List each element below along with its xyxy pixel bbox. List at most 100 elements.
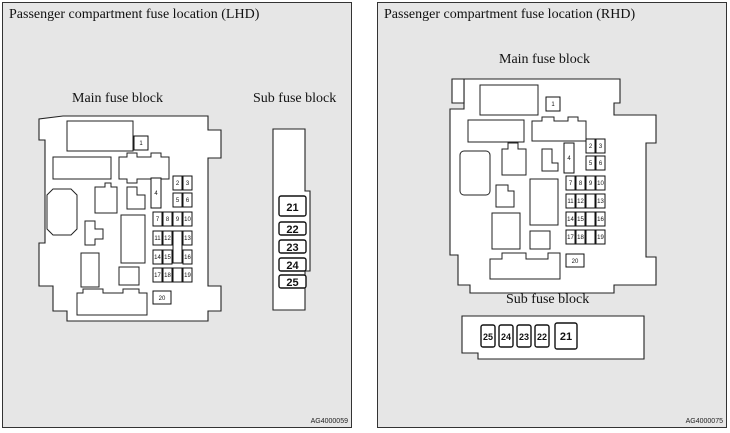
svg-text:6: 6 [186,198,190,204]
svg-text:14: 14 [567,217,574,223]
rhd-fuse-25-sub: 25 [480,324,496,348]
lhd-fuse-9: 9 [172,211,183,227]
rhd-connector-slot [495,184,515,208]
rhd-fuse-1: 1 [545,96,561,112]
lhd-connector-slot [46,188,78,236]
lhd-fuse-15: 14 [152,249,163,265]
lhd-fuse-3: 3 [182,175,193,191]
lhd-fuse-25-sub: 21 [278,195,307,217]
svg-text:9: 9 [589,181,593,187]
lhd-fuse-18: 17 [152,267,163,283]
lhd-panel-title: Passenger compartment fuse location (LHD… [9,7,260,22]
rhd-panel-title: Passenger compartment fuse location (RHD… [384,7,636,22]
lhd-relay-slot [118,266,140,286]
rhd-fuse-14: 14 [565,211,576,227]
rhd-fuse-19: 19 [595,229,606,245]
svg-text:20: 20 [572,259,579,265]
rhd-fuse-3: 3 [595,138,606,154]
rhd-sub-fuse-block-label: Sub fuse block [506,292,590,307]
svg-text:1: 1 [551,102,555,108]
svg-text:19: 19 [597,235,604,241]
svg-text:23: 23 [286,242,298,254]
svg-text:25: 25 [483,332,493,342]
lhd-fuse-panel: Passenger compartment fuse location (LHD… [2,2,352,428]
rhd-relay-slot [529,178,559,226]
svg-text:22: 22 [537,332,547,342]
rhd-fuse-18: 18 [575,229,586,245]
rhd-connector-slot [541,148,559,172]
rhd-fuse-12: 12 [575,193,586,209]
rhd-connector-slot [489,252,561,280]
svg-text:24: 24 [501,332,511,342]
lhd-fuse-17: 16 [182,249,193,265]
rhd-fuse-2: 2 [585,138,596,154]
rhd-fuse-23-sub: 23 [516,324,532,348]
lhd-main-fuse-block-label: Main fuse block [72,91,163,106]
svg-text:3: 3 [186,181,190,187]
rhd-fuse-9: 9 [585,175,596,191]
lhd-fuse-2: 2 [172,175,183,191]
rhd-fuse-17: 17 [565,229,576,245]
svg-text:16: 16 [597,217,604,223]
rhd-fuse-21-sub: 21 [554,322,578,350]
lhd-fuse-14 [172,230,183,264]
rhd-fuse-blank-a [585,193,596,209]
rhd-fuse-diagram: 1 2 3 4 5 6 7 8 9 10 11 12 13 14 15 16 1… [449,78,657,360]
svg-text:18: 18 [164,273,171,279]
rhd-connector-slot [501,142,527,176]
lhd-fuse-22: 20 [152,290,172,305]
rhd-fuse-8: 8 [575,175,586,191]
svg-text:11: 11 [154,236,161,242]
svg-text:17: 17 [154,273,161,279]
svg-text:21: 21 [286,202,298,214]
lhd-fuse-7: 7 [152,211,163,227]
lhd-fuse-8: 8 [162,211,173,227]
svg-text:4: 4 [567,156,571,162]
svg-text:23: 23 [519,332,529,342]
svg-text:12: 12 [577,199,584,205]
svg-text:22: 22 [286,224,298,236]
rhd-fuse-blank-b [585,211,596,227]
lhd-fuse-4: 4 [150,177,162,209]
svg-text:2: 2 [176,181,180,187]
lhd-fuse-diagram: 1 2 3 4 5 6 7 8 9 10 11 12 13 14 15 16 1… [38,115,311,322]
rhd-fuse-22-sub: 22 [534,324,550,348]
svg-text:5: 5 [589,161,593,167]
lhd-connector-slot [126,186,146,210]
lhd-relay-slot [66,120,134,152]
rhd-fuse-11: 11 [565,193,576,209]
rhd-fuse-15: 15 [575,211,586,227]
svg-text:15: 15 [164,255,171,261]
svg-text:6: 6 [599,161,603,167]
svg-text:17: 17 [567,235,574,241]
svg-text:4: 4 [154,191,158,197]
lhd-fuse-20 [172,267,183,283]
rhd-fuse-blank-c [585,229,596,245]
rhd-relay-slot [479,84,539,116]
lhd-fuse-12: 12 [162,230,173,246]
rhd-main-fuse-block-label: Main fuse block [499,52,590,67]
rhd-fuse-4: 4 [563,142,575,174]
rhd-fuse-panel: Passenger compartment fuse location (RHD… [377,2,727,428]
lhd-fuse-10: 10 [182,211,193,227]
lhd-connector-slot [94,182,118,214]
rhd-connector-slot [531,116,587,142]
svg-text:7: 7 [569,181,573,187]
svg-text:8: 8 [166,217,170,223]
rhd-fuse-20: 20 [565,253,585,268]
lhd-relay-slot [80,252,100,288]
rhd-main-fuse-block-outline [451,78,465,104]
lhd-fuse-25b-sub: 25 [278,274,307,289]
lhd-connector-slot [76,288,148,316]
lhd-fuse-16: 15 [162,249,173,265]
rhd-fuse-13: 13 [595,193,606,209]
svg-text:12: 12 [164,236,171,242]
lhd-fuse-24-sub: 24 [278,257,307,272]
svg-text:3: 3 [599,144,603,150]
svg-text:19: 19 [184,273,191,279]
svg-text:14: 14 [154,255,161,261]
rhd-relay-slot [491,212,521,250]
svg-text:5: 5 [176,198,180,204]
rhd-connector-slot [459,150,491,196]
svg-text:15: 15 [577,217,584,223]
